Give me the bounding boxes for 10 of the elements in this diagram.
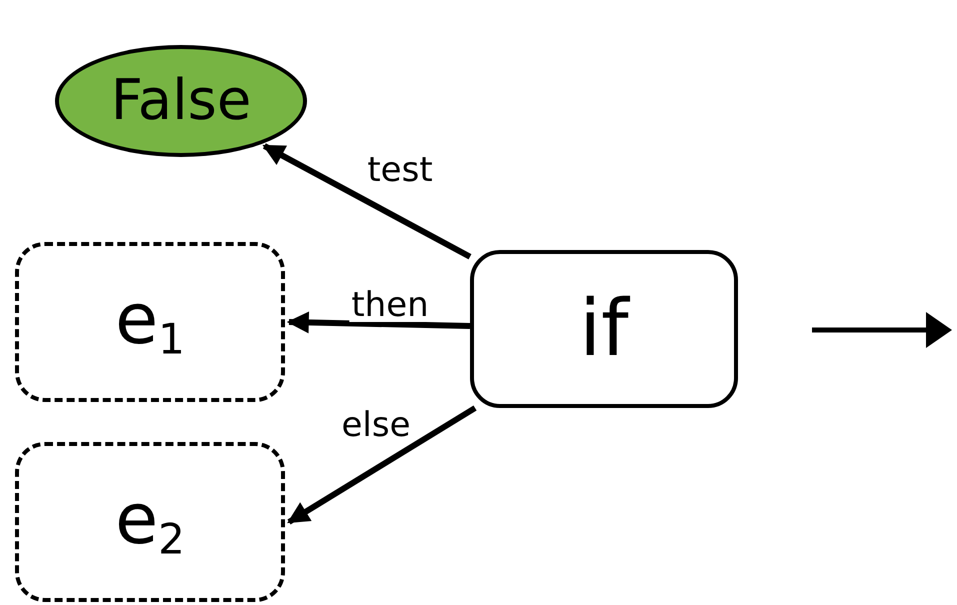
arrow bbox=[262, 143, 472, 260]
dashed-box bbox=[15, 442, 285, 602]
dashed-box bbox=[15, 242, 285, 402]
rounded-box bbox=[470, 250, 738, 408]
node-label: if bbox=[579, 290, 629, 368]
arrow bbox=[287, 405, 477, 525]
arrow bbox=[286, 311, 470, 334]
node-label: False bbox=[110, 73, 252, 129]
node-label: e$_{1}$ bbox=[115, 284, 185, 360]
node-label: e$_{2}$ bbox=[115, 484, 185, 560]
